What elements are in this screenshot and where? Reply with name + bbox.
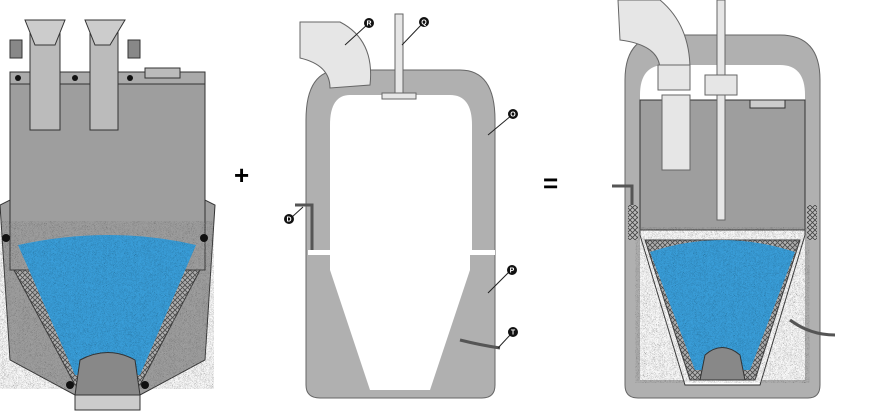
label-d: D xyxy=(286,217,291,224)
combined-reactor-right xyxy=(612,0,836,399)
label-p: P xyxy=(510,268,515,275)
label-r: R xyxy=(366,21,371,28)
equals-operator: = xyxy=(543,168,559,198)
reactor-component-left xyxy=(0,19,216,411)
label-o: O xyxy=(510,112,516,119)
plus-operator: + xyxy=(234,160,250,190)
label-t: T xyxy=(511,330,516,337)
label-q: Q xyxy=(421,20,427,27)
vessel-component-middle: R Q O D P T xyxy=(284,13,518,399)
callout-labels: R Q O D P T xyxy=(284,17,518,349)
